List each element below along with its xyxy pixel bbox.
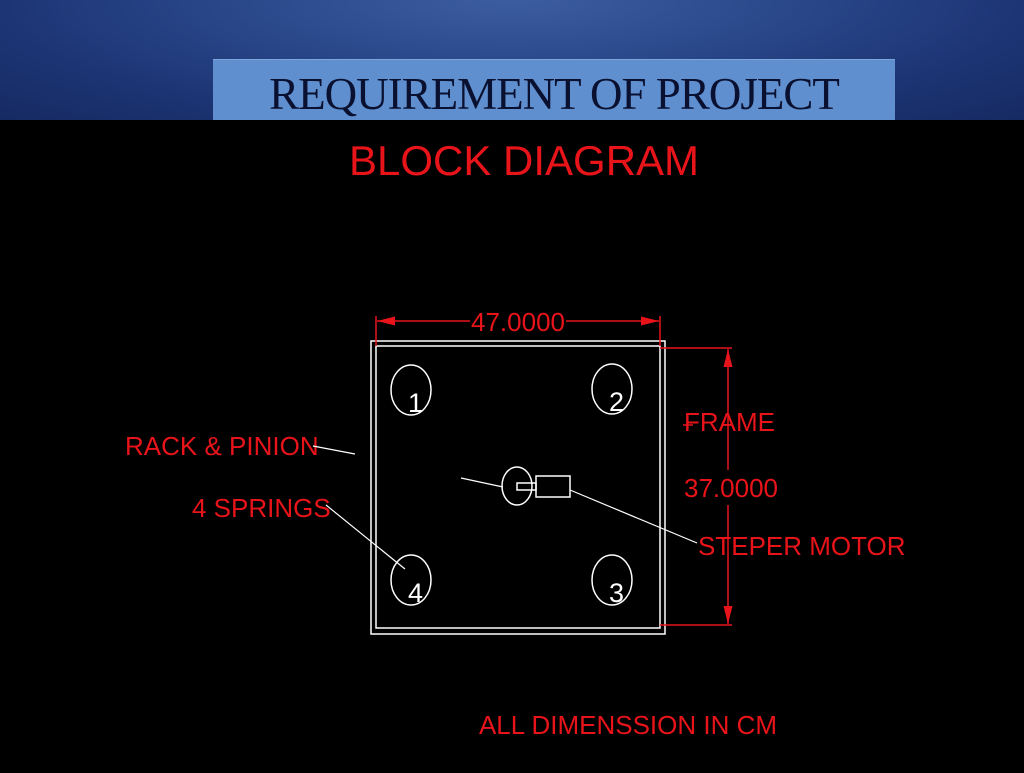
block-diagram: BLOCK DIAGRAM 47.0000 37.0000 FRAME 1 2 … (125, 137, 906, 740)
spring-number-4: 4 (408, 578, 423, 608)
diagram-heading: BLOCK DIAGRAM (349, 137, 699, 184)
motor-label: STEPER MOTOR (698, 531, 906, 561)
spring-1 (390, 364, 432, 416)
dimension-footnote: ALL DIMENSSION IN CM (479, 710, 777, 740)
springs-leader (325, 504, 406, 570)
stepper-motor (535, 475, 571, 498)
springs-label: 4 SPRINGS (192, 493, 331, 523)
height-dimension: 37.0000 (684, 473, 778, 503)
spring-2 (591, 363, 633, 415)
title-box: REQUIREMENT OF PROJECT (213, 59, 895, 120)
spring-number-2: 2 (609, 387, 624, 417)
motor-shaft (516, 482, 537, 491)
width-dimension: 47.0000 (471, 307, 565, 337)
spring-number-3: 3 (609, 578, 624, 608)
slide-header: REQUIREMENT OF PROJECT (0, 0, 1024, 120)
frame-inner (375, 345, 661, 629)
frame-label: FRAME (684, 407, 775, 437)
spring-4 (390, 554, 432, 606)
frame-outer (370, 340, 666, 635)
spring-3 (591, 554, 633, 606)
rack-pinion-leader (312, 445, 356, 455)
motor-leader (569, 489, 698, 544)
rack-line (460, 477, 504, 488)
slide-title: REQUIREMENT OF PROJECT (269, 69, 840, 119)
diagram-area: BLOCK DIAGRAM 47.0000 37.0000 FRAME 1 2 … (0, 120, 1024, 768)
pinion-gear (501, 466, 533, 506)
spring-number-1: 1 (408, 388, 423, 418)
rack-pinion-label: RACK & PINION (125, 431, 319, 461)
